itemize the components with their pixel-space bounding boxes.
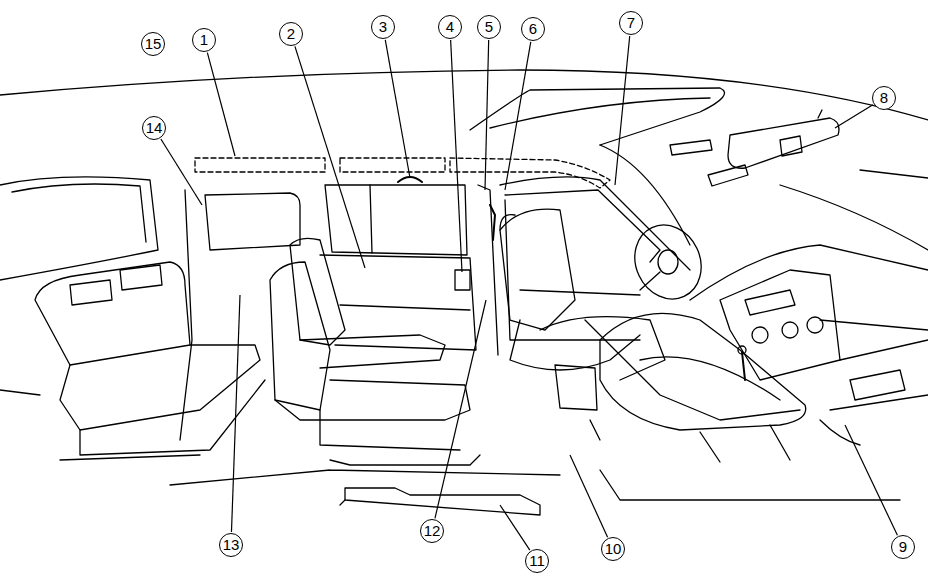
leader-line bbox=[295, 46, 365, 268]
leader-line bbox=[485, 40, 489, 190]
leader-line bbox=[231, 295, 240, 532]
callout-number: 5 bbox=[477, 15, 501, 39]
callout-number: 8 bbox=[872, 86, 896, 110]
leader-line bbox=[385, 40, 410, 178]
callout-number: 1 bbox=[192, 28, 216, 52]
callout-number: 7 bbox=[619, 11, 643, 35]
callout-number: 10 bbox=[601, 537, 625, 561]
leader-line bbox=[505, 42, 531, 190]
leader-line bbox=[435, 300, 486, 518]
callout-number: 2 bbox=[279, 22, 303, 46]
leader-line bbox=[451, 40, 462, 272]
leader-line bbox=[570, 455, 608, 537]
leader-line bbox=[161, 139, 202, 205]
callout-number: 15 bbox=[141, 32, 165, 56]
callout-number: 13 bbox=[219, 533, 243, 557]
leader-line bbox=[500, 505, 530, 550]
callout-number: 4 bbox=[438, 15, 462, 39]
callout-number: 6 bbox=[521, 17, 545, 41]
leader-line bbox=[845, 425, 897, 535]
leader-line bbox=[615, 36, 630, 185]
leader-line bbox=[207, 53, 235, 156]
callout-number: 3 bbox=[371, 15, 395, 39]
callout-number: 9 bbox=[891, 535, 915, 559]
leader-line bbox=[835, 105, 873, 128]
callout-number: 14 bbox=[142, 116, 166, 140]
callout-number: 11 bbox=[525, 549, 549, 573]
callout-number: 12 bbox=[420, 519, 444, 543]
